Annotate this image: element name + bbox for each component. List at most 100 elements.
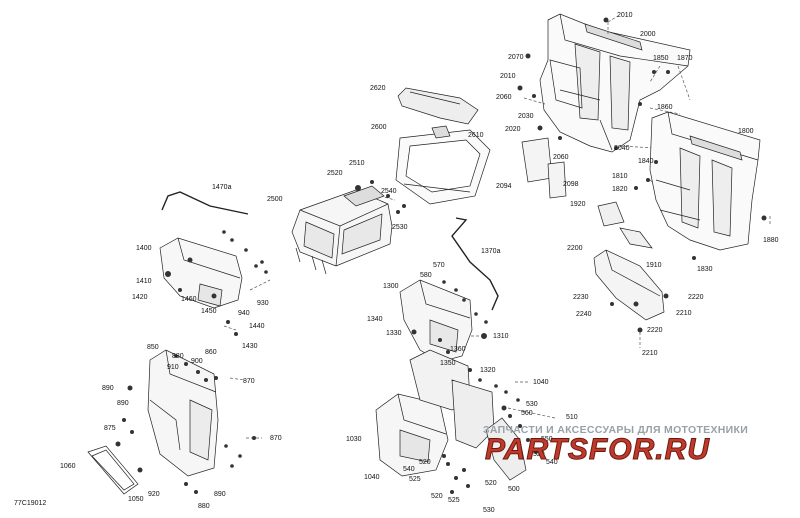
callout-1820: 1820 — [612, 186, 628, 193]
callout-880: 880 — [172, 353, 184, 360]
callout-530: 530 — [526, 401, 538, 408]
callout-520: 520 — [533, 451, 545, 458]
callout-2220: 2220 — [688, 294, 704, 301]
callout-870: 870 — [243, 378, 255, 385]
callout-1360: 1360 — [450, 346, 466, 353]
callout-1830: 1830 — [697, 266, 713, 273]
callout-1410: 1410 — [136, 278, 152, 285]
bracket-1400 — [159, 237, 243, 309]
callout-525: 525 — [448, 497, 460, 504]
callout-2210: 2210 — [642, 350, 658, 357]
callout-1350: 1350 — [440, 360, 456, 367]
tank-2500 — [291, 185, 393, 275]
callout-1050: 1050 — [128, 496, 144, 503]
callout-1030: 1030 — [346, 436, 362, 443]
callout-1810: 1810 — [612, 173, 628, 180]
callout-580: 580 — [420, 272, 432, 279]
callout-1420: 1420 — [132, 294, 148, 301]
callout-1310: 1310 — [493, 333, 509, 340]
callout-1800: 1800 — [738, 128, 754, 135]
callout-2040: 2040 — [614, 145, 630, 152]
callout-910: 910 — [167, 364, 179, 371]
callout-1340: 1340 — [367, 316, 383, 323]
callout-1850: 1850 — [653, 55, 669, 62]
callout-525: 525 — [409, 476, 421, 483]
callout-1860: 1860 — [657, 104, 673, 111]
callout-1460: 1460 — [181, 296, 197, 303]
callout-1840: 1840 — [638, 158, 654, 165]
callout-2610: 2610 — [468, 132, 484, 139]
callout-2200: 2200 — [567, 245, 583, 252]
arm-500 — [485, 417, 527, 481]
diagram-code: 77C19012 — [14, 500, 47, 507]
pipe-1470a — [161, 191, 249, 215]
callout-1440: 1440 — [249, 323, 265, 330]
callout-875: 875 — [104, 425, 116, 432]
callout-2098: 2098 — [563, 181, 579, 188]
watermark-logo: PARTSFOR.RU — [485, 433, 710, 467]
callout-920: 920 — [148, 491, 160, 498]
callout-520: 520 — [431, 493, 443, 500]
bracket-1920 — [597, 201, 653, 249]
callout-2000: 2000 — [640, 31, 656, 38]
bracket-1300 — [399, 279, 473, 363]
callout-510: 510 — [566, 414, 578, 421]
callout-540: 540 — [546, 459, 558, 466]
callout-1040: 1040 — [364, 474, 380, 481]
callout-500: 500 — [508, 486, 520, 493]
watermark-tagline: ЗАПЧАСТИ И АКСЕССУАРЫ ДЛЯ МОТОТЕХНИКИ — [483, 424, 749, 436]
callout-940: 940 — [238, 310, 250, 317]
callout-880: 880 — [198, 503, 210, 510]
callout-890: 890 — [102, 385, 114, 392]
callout-1330: 1330 — [386, 330, 402, 337]
callout-2030: 2030 — [518, 113, 534, 120]
callout-1400: 1400 — [136, 245, 152, 252]
callout-1470a: 1470a — [212, 184, 232, 191]
callout-890: 890 — [214, 491, 226, 498]
callout-560: 560 — [521, 410, 533, 417]
callout-520: 520 — [419, 459, 431, 466]
callout-860: 860 — [205, 349, 217, 356]
callout-2520: 2520 — [327, 170, 343, 177]
callout-2240: 2240 — [576, 311, 592, 318]
callout-1040: 1040 — [533, 379, 549, 386]
rear-panel-1800 — [649, 111, 761, 251]
callout-1060: 1060 — [60, 463, 76, 470]
callout-1880: 1880 — [763, 237, 779, 244]
bracket-2094 — [521, 137, 553, 183]
bracket-2200 — [593, 249, 665, 321]
callout-2510: 2510 — [349, 160, 365, 167]
fasteners — [115, 17, 767, 494]
callout-890: 890 — [117, 400, 129, 407]
callout-2060: 2060 — [496, 94, 512, 101]
callout-2220: 2220 — [647, 327, 663, 334]
plate-1060 — [87, 445, 139, 495]
callout-2020: 2020 — [505, 126, 521, 133]
callout-2210: 2210 — [676, 310, 692, 317]
callout-2070: 2070 — [508, 54, 524, 61]
callout-520: 520 — [485, 480, 497, 487]
pipe-1370a — [451, 217, 499, 311]
callout-1450: 1450 — [201, 308, 217, 315]
callout-2060: 2060 — [553, 154, 569, 161]
callout-1370a: 1370a — [481, 248, 501, 255]
callout-1320: 1320 — [480, 367, 496, 374]
callout-2010: 2010 — [617, 12, 633, 19]
callout-2530: 2530 — [392, 224, 408, 231]
callout-2500: 2500 — [267, 196, 283, 203]
callout-540: 540 — [403, 466, 415, 473]
callout-2010: 2010 — [500, 73, 516, 80]
callout-2600: 2600 — [371, 124, 387, 131]
callout-2094: 2094 — [496, 183, 512, 190]
rear-panel-2000 — [539, 13, 691, 153]
callout-1870: 1870 — [677, 55, 693, 62]
callout-2620: 2620 — [370, 85, 386, 92]
cover-2620 — [397, 87, 479, 125]
airbox-2600 — [395, 125, 491, 205]
panel-850 — [147, 349, 219, 477]
callout-1910: 1910 — [646, 262, 662, 269]
callout-2540: 2540 — [381, 188, 397, 195]
frame-1030 — [375, 349, 495, 477]
callout-870: 870 — [270, 435, 282, 442]
